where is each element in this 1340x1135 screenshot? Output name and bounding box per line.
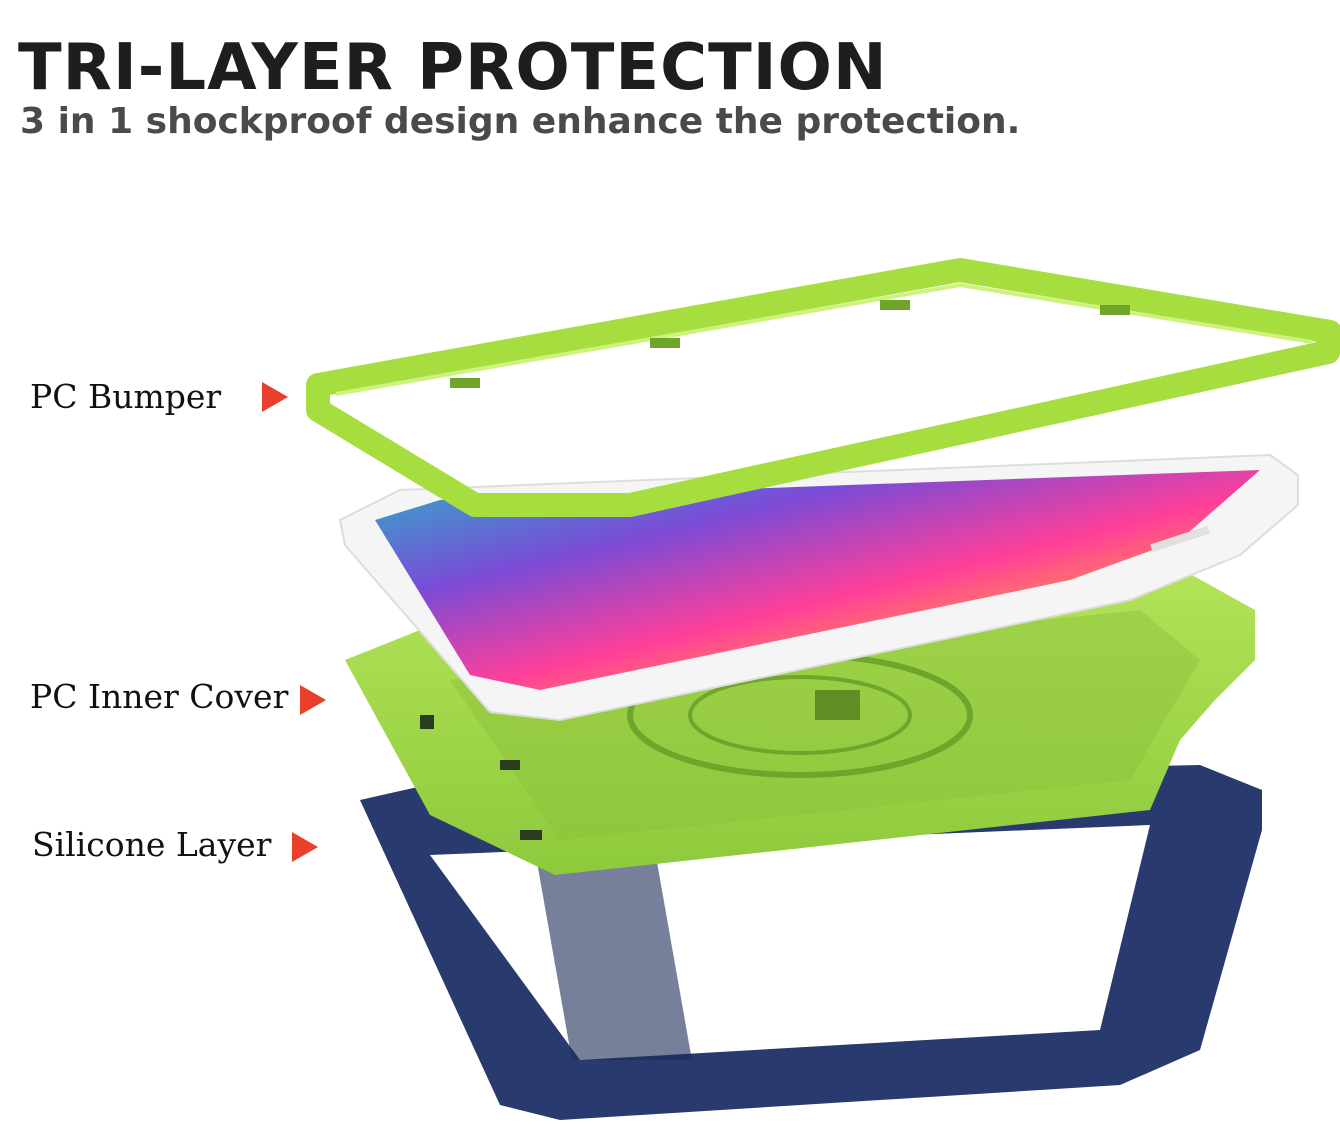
- pc-bumper-frame: [306, 258, 1340, 517]
- arrow-pc-inner-cover: [300, 685, 326, 715]
- label-pc-bumper: PC Bumper: [30, 377, 222, 416]
- arrow-silicone-layer: [292, 832, 318, 862]
- label-pc-inner-cover: PC Inner Cover: [30, 677, 289, 716]
- subheadline: 3 in 1 shockproof design enhance the pro…: [20, 101, 1021, 142]
- headline: TRI-LAYER PROTECTION: [18, 31, 888, 105]
- tablet-device: [338, 453, 1299, 722]
- arrow-pc-bumper: [262, 382, 288, 412]
- label-silicone-layer: Silicone Layer: [32, 825, 272, 864]
